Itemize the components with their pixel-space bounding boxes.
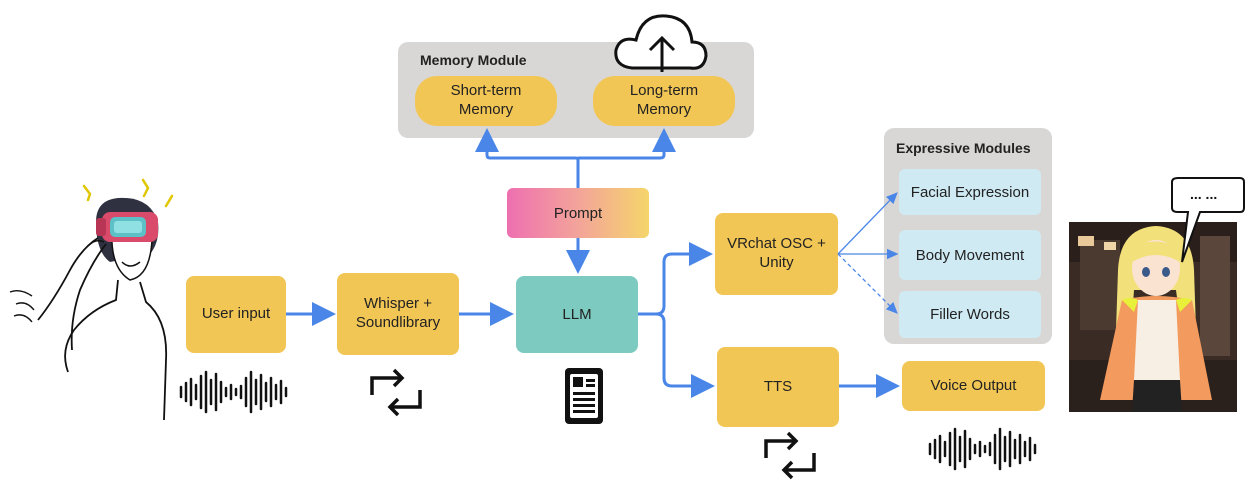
document-icon <box>565 368 603 424</box>
arrow-llm-to-vrchat <box>638 242 713 316</box>
expressive-arrows <box>837 192 899 314</box>
loop-arrows-icon <box>370 368 422 417</box>
speech-bubble <box>1171 177 1245 263</box>
anime-avatar-illustration <box>1069 222 1237 412</box>
expressive-modules-title: Expressive Modules <box>896 140 1031 156</box>
arrow-prompt-to-long-term <box>578 128 676 160</box>
cloud-upload-icon <box>614 14 708 72</box>
body-movement-node: Body Movement <box>899 230 1041 280</box>
arrow-to-filler-words <box>837 253 898 314</box>
vr-headset-user-illustration <box>9 178 174 421</box>
arrow-prompt-to-memory <box>475 128 580 188</box>
llm-node: LLM <box>516 276 638 353</box>
waveform-icon-output <box>928 427 1037 471</box>
vrchat-osc-unity-node: VRchat OSC + Unity <box>715 213 838 295</box>
filler-words-node: Filler Words <box>899 291 1041 338</box>
voice-output-node: Voice Output <box>902 361 1045 411</box>
memory-module-title: Memory Module <box>420 52 527 68</box>
whisper-soundlibrary-node: Whisper + Soundlibrary <box>337 273 459 355</box>
speech-bubble-text: ... ... <box>1190 186 1218 202</box>
long-term-memory-node: Long-term Memory <box>593 76 735 126</box>
arrow-llm-to-tts <box>655 312 715 398</box>
tts-node: TTS <box>717 347 839 427</box>
facial-expression-node: Facial Expression <box>899 169 1041 215</box>
short-term-memory-node: Short-term Memory <box>415 76 557 126</box>
prompt-node: Prompt <box>507 188 649 238</box>
user-input-node: User input <box>186 276 286 353</box>
waveform-icon <box>179 370 288 414</box>
flow-arrows <box>286 128 900 398</box>
loop-arrows-icon-tts <box>764 431 816 480</box>
arrow-to-facial-expression <box>837 192 898 255</box>
